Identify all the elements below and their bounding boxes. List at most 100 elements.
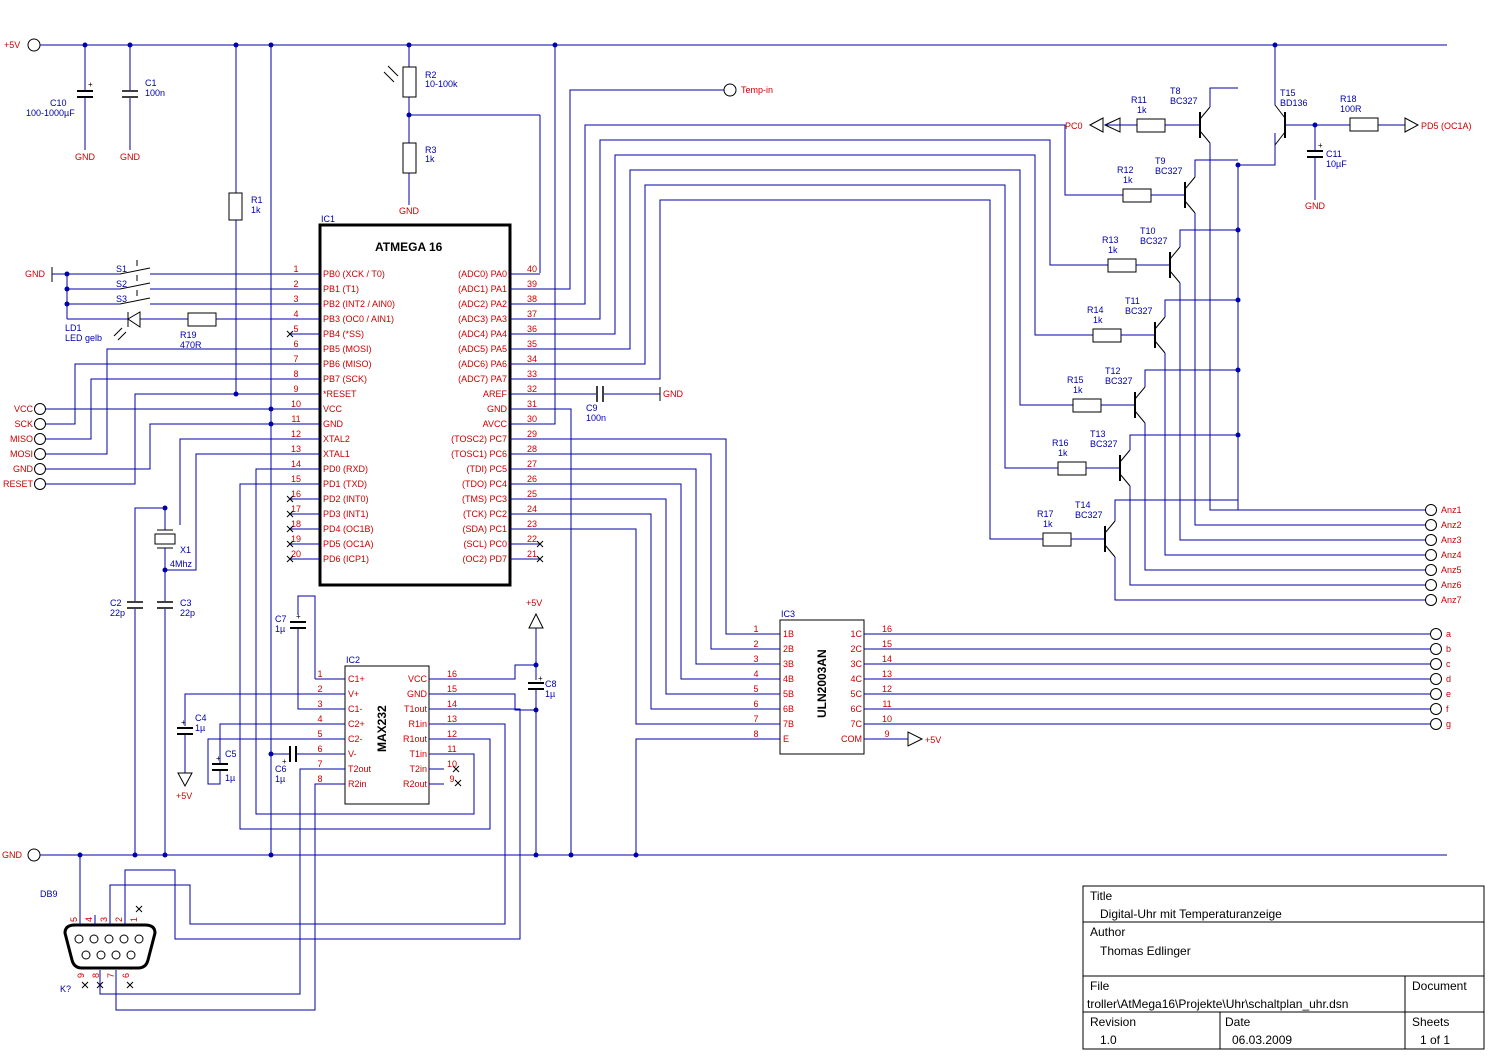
driver-transistor-collector (1104, 544, 1116, 558)
driver-wire (1164, 353, 1425, 556)
ic2-name: MAX232 (375, 705, 389, 752)
driver-resistor-ref: R14 (1087, 305, 1104, 315)
c1-value: 100n (145, 88, 165, 98)
driver-resistor-ref: R17 (1037, 509, 1054, 519)
ic3-pin-number: 14 (882, 654, 892, 664)
revision-label: Revision (1090, 1015, 1136, 1029)
ic1-pin-label: PD1 (TXD) (323, 479, 367, 489)
t15-stage: PD5 (OC1A) + GND T15 BD136 R18 100R C11 … (1274, 45, 1472, 211)
ic2-pin-label: R1out (403, 734, 428, 744)
r3-ref: R3 (425, 145, 437, 155)
driver-resistor-value: 1k (1123, 175, 1133, 185)
driver-wire (1144, 369, 1238, 387)
svg-text:+: + (1318, 141, 1323, 150)
db9-pin-number: 8 (91, 973, 101, 978)
isp-label: MISO (10, 434, 33, 444)
anode-label: Anz6 (1441, 580, 1462, 590)
c5-value: 1µ (225, 773, 235, 783)
ic3-pin-number: 9 (884, 729, 889, 739)
ic1-pin-number: 33 (527, 369, 537, 379)
ic1-pin-number: 23 (527, 519, 537, 529)
ic2-pin-number: 5 (317, 729, 322, 739)
x1-ref: X1 (180, 545, 191, 555)
driver-resistor-ref: R16 (1052, 438, 1069, 448)
ic3-pin-label: 2C (850, 644, 862, 654)
ic1-pin-label: PD6 (ICP1) (323, 554, 369, 564)
c1-capacitor: C1 100n GND (120, 45, 165, 162)
driver-wire (1129, 434, 1238, 450)
ic3-pin-label: 3B (783, 659, 794, 669)
ic1-pin-number: 8 (293, 369, 298, 379)
c9-value: 100n (586, 413, 606, 423)
ic1-pin-number: 20 (291, 549, 301, 559)
driver-transistor-value: BC327 (1090, 439, 1118, 449)
ic2-pin-label: R1in (408, 719, 427, 729)
driver-resistor-value: 1k (1043, 519, 1053, 529)
ic1-pin-label: PD5 (OC1A) (323, 539, 374, 549)
ic3-pin-label: E (783, 734, 789, 744)
ic1-pin-label: (ADC7) PA7 (458, 374, 507, 384)
ic2-pin-number: 14 (447, 699, 457, 709)
author-name: Thomas Edlinger (1100, 944, 1191, 958)
anode-terminal (1425, 534, 1437, 546)
driver-transistor-value: BC327 (1075, 510, 1103, 520)
driver-transistor-collector (1184, 200, 1196, 214)
driver-transistor-ref: T10 (1140, 226, 1156, 236)
isp-label: VCC (14, 404, 34, 414)
c1-gnd-label: GND (120, 152, 141, 162)
ic1-pin-number: 5 (293, 324, 298, 334)
driver-transistor-emitter (1199, 106, 1211, 120)
ic1-pin-label: (ADC5) PA5 (458, 344, 507, 354)
anode-terminal (1425, 549, 1437, 561)
driver-resistor (1122, 188, 1152, 203)
ic2-pin-label: R2out (403, 779, 428, 789)
c10-capacitor: + C10 100-1000µF GND (26, 45, 96, 162)
driver-wire (1179, 283, 1425, 541)
temp-in-label: Temp-in (741, 85, 773, 95)
isp-terminal (34, 463, 46, 475)
s3-ref: S3 (116, 294, 127, 304)
driver-wire (1209, 143, 1425, 511)
isp-terminal (34, 478, 46, 490)
ic1-pin-number: 12 (291, 429, 301, 439)
date-value: 06.03.2009 (1232, 1033, 1292, 1047)
ic2-ref: IC2 (346, 655, 360, 665)
ic3-pin-number: 12 (882, 684, 892, 694)
segment-label: d (1446, 674, 1451, 684)
driver-transistor-ref: T12 (1105, 366, 1121, 376)
ic1-pin-number: 31 (527, 399, 537, 409)
ic1-pin-label: AVCC (483, 419, 508, 429)
driver-resistor-ref: R15 (1067, 375, 1084, 385)
ic1-pin-label: XTAL2 (323, 434, 350, 444)
ic3-pin-label: 5C (850, 689, 862, 699)
c3-ref: C3 (180, 598, 192, 608)
switches: GND S1 S2 S3 LD1 LED gelb R19 470R (25, 260, 290, 350)
ic3-pin-label: 3C (850, 659, 862, 669)
r19-ref: R19 (180, 330, 197, 340)
ic2-pin-label: C2+ (348, 719, 365, 729)
ic3-pin-number: 13 (882, 669, 892, 679)
ic2-pin-number: 6 (317, 744, 322, 754)
ic1-pin-number: 13 (291, 444, 301, 454)
driver-transistor-collector (1154, 340, 1166, 354)
ic3-pin-label: 2B (783, 644, 794, 654)
c11-gnd-label: GND (1305, 201, 1326, 211)
isp-terminal (34, 418, 46, 430)
t15-value: BD136 (1280, 98, 1308, 108)
driver-transistor-ref: T13 (1090, 429, 1106, 439)
svg-text:+: + (538, 674, 543, 683)
driver-resistor-value: 1k (1108, 245, 1118, 255)
ic1-pin-number: 24 (527, 504, 537, 514)
ic3-pin-label: COM (841, 734, 862, 744)
ic1-pin-label: (ADC0) PA0 (458, 269, 507, 279)
ic2-pin-label: C1- (348, 704, 363, 714)
r3-gnd-label: GND (399, 206, 420, 216)
isp-label: GND (13, 464, 34, 474)
isp-label: SCK (14, 419, 33, 429)
ic1-pin-label: PB3 (OC0 / AIN1) (323, 314, 394, 324)
db9-pin-number: 9 (76, 973, 86, 978)
